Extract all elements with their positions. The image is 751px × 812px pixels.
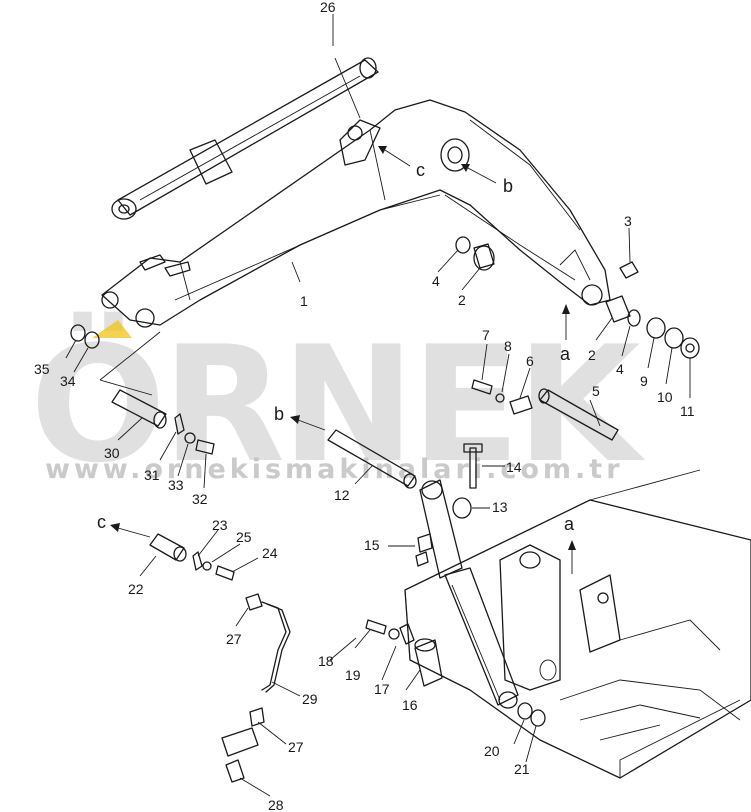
ref-letter-a-bottom: a — [560, 344, 571, 364]
callout-24: 24 — [262, 545, 278, 561]
callout-18: 18 — [318, 653, 334, 669]
boom-foot-pin-assembly — [455, 236, 700, 441]
ref-letter-a-right: a — [564, 514, 575, 534]
callout-4-right: 4 — [616, 361, 624, 377]
callout-25: 25 — [236, 529, 252, 545]
callout-27-bottom: 27 — [288, 739, 304, 755]
callout-21: 21 — [514, 761, 530, 777]
callout-32: 32 — [192, 491, 208, 507]
callout-33: 33 — [168, 477, 184, 493]
callout-19: 19 — [345, 667, 361, 683]
callout-22: 22 — [128, 581, 144, 597]
callout-29: 29 — [302, 691, 318, 707]
callout-16: 16 — [402, 697, 418, 713]
callout-11: 11 — [680, 403, 695, 419]
callout-23: 23 — [212, 517, 228, 533]
callout-14: 14 — [506, 459, 522, 475]
callout-26: 26 — [320, 0, 336, 15]
watermark-url: www.ornekismakinalari.com.tr — [45, 454, 624, 485]
callout-15: 15 — [364, 537, 380, 553]
revolving-frame — [404, 469, 751, 779]
callout-10: 10 — [657, 389, 673, 405]
grease-line-assembly — [149, 533, 291, 783]
ref-letter-b-top: b — [503, 176, 513, 196]
callout-numbers: 1 2 2 3 4 4 5 6 7 8 9 10 11 12 13 14 15 … — [34, 0, 695, 812]
watermark: ÖRNEK www.ornekismakinalari.com.tr — [30, 310, 649, 498]
boom-structure — [101, 99, 611, 328]
callout-7: 7 — [482, 327, 490, 343]
ref-letter-b-mid: b — [274, 404, 284, 424]
callout-20: 20 — [484, 743, 500, 759]
callout-31: 31 — [144, 467, 160, 483]
callout-28: 28 — [268, 797, 284, 812]
callout-2-left: 2 — [458, 292, 466, 308]
callout-27-top: 27 — [226, 631, 242, 647]
boom-foot-pin-lower — [365, 533, 546, 727]
callout-8: 8 — [504, 338, 512, 354]
callout-34: 34 — [60, 373, 76, 389]
boom-cylinder-pin-assembly — [327, 429, 483, 519]
callout-9: 9 — [640, 373, 648, 389]
arm-cylinder — [111, 57, 379, 220]
callout-13: 13 — [492, 499, 508, 515]
leader-lines — [65, 14, 691, 797]
callout-17: 17 — [374, 681, 390, 697]
callout-1: 1 — [300, 293, 308, 309]
watermark-accent-mark — [92, 320, 132, 338]
callout-3: 3 — [624, 213, 632, 229]
ref-letter-c-top: c — [416, 160, 425, 180]
callout-4-left: 4 — [432, 273, 440, 289]
cylinder-pin-assembly — [70, 324, 215, 455]
callout-30: 30 — [104, 445, 120, 461]
boom-cylinder — [419, 479, 519, 709]
callout-5: 5 — [592, 383, 600, 399]
callout-12: 12 — [334, 487, 350, 503]
ref-letter-c-left: c — [97, 512, 106, 532]
callout-2-right: 2 — [588, 347, 596, 363]
reference-letters: a a b b c c — [97, 160, 575, 534]
callout-6: 6 — [526, 353, 534, 369]
callout-35: 35 — [34, 361, 50, 377]
